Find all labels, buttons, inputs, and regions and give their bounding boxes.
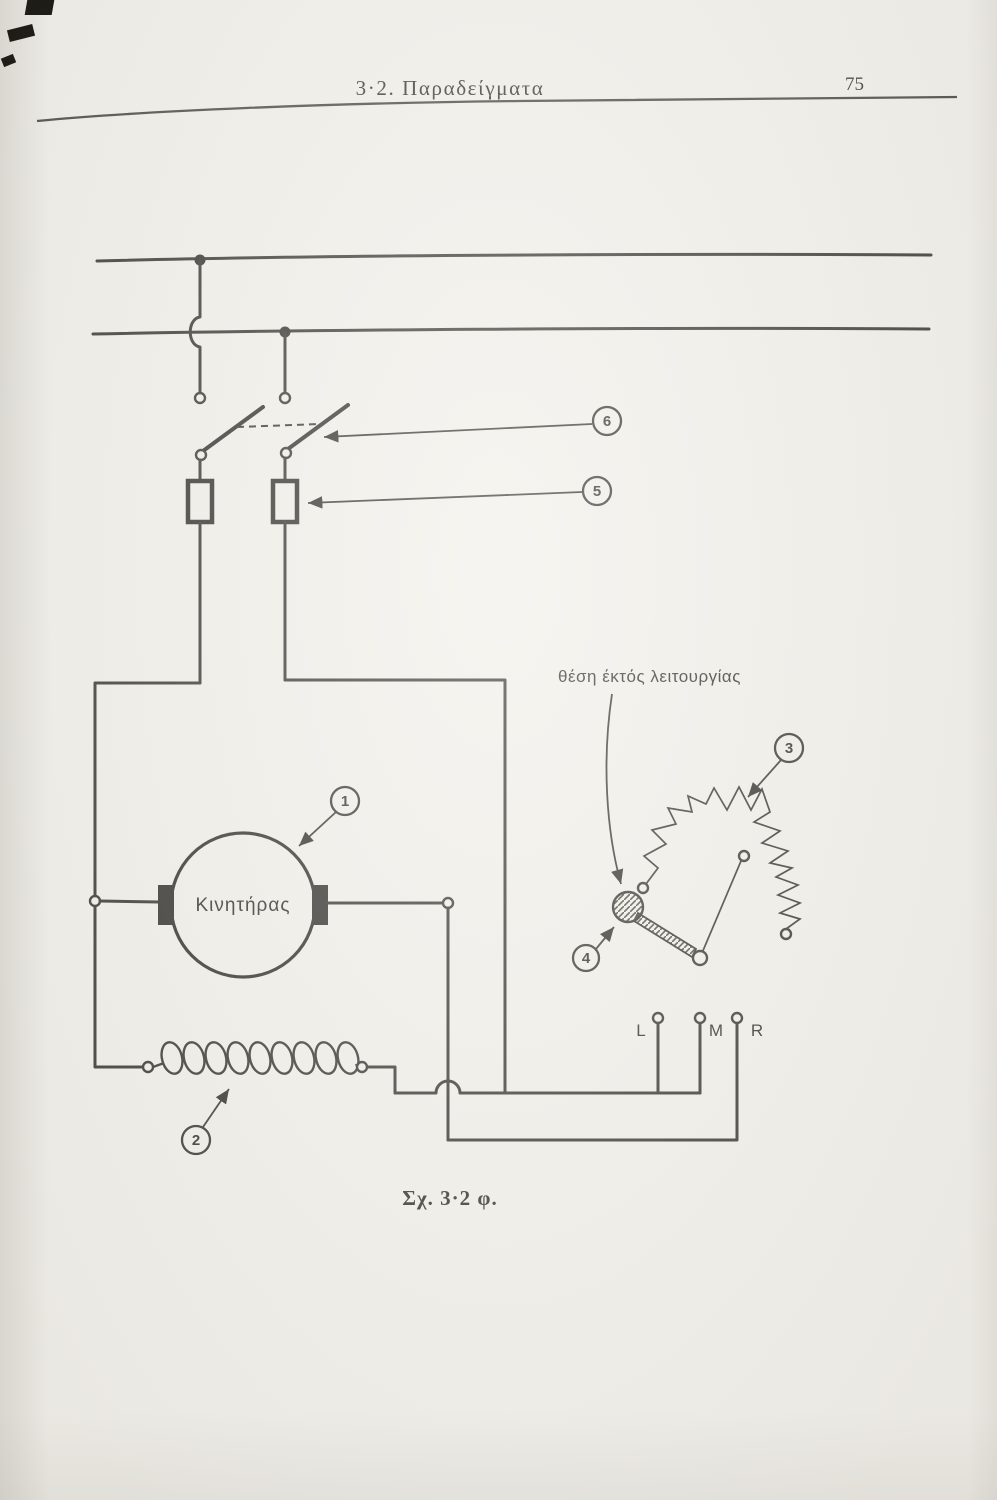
off-position-note: θέση έκτός λειτουργίας [558, 667, 741, 686]
power-line-top [95, 252, 933, 266]
svg-text:4: 4 [582, 950, 591, 967]
fuse-left [185, 478, 215, 525]
header-rule [36, 95, 958, 123]
callout-switch-arm: 4 [571, 926, 615, 973]
terminal-r [730, 1011, 744, 1025]
switch-arm [611, 860, 742, 967]
motor: Κινητήρας [88, 831, 455, 979]
fuse-right [270, 478, 300, 525]
arm-handle [632, 911, 698, 959]
resistor-stud [737, 849, 751, 863]
terminal-label-r: R [751, 1021, 763, 1040]
motor-brush-left [158, 885, 174, 925]
svg-text:3: 3 [785, 740, 793, 757]
terminal-label-l: L [636, 1021, 645, 1040]
switch-blade [286, 403, 350, 451]
callout-motor: 1 [298, 785, 361, 847]
resistor-stud [636, 881, 650, 895]
terminal-m [693, 1011, 707, 1025]
svg-text:5: 5 [593, 483, 601, 500]
right-feeder-wire [283, 678, 507, 1095]
off-position-leader [605, 693, 624, 885]
terminal-l [651, 1011, 665, 1025]
callout-main-switch: 6 [323, 405, 623, 443]
svg-text:1: 1 [341, 793, 349, 810]
page-number: 75 [845, 74, 864, 95]
bottom-wiring [365, 906, 739, 1142]
left-feeder-wire [93, 681, 202, 1069]
fuses [185, 478, 300, 685]
switch-blade [201, 405, 265, 453]
terminal-label-m: M [709, 1021, 723, 1040]
terminal-row: L M R [636, 1011, 763, 1040]
figure-caption: Σχ. 3·2 φ. [402, 1186, 498, 1210]
motor-label: Κινητήρας [196, 895, 291, 916]
power-line-bottom [91, 326, 931, 338]
section-title: 3·2. Παραδείγματα [355, 76, 545, 100]
svg-text:6: 6 [603, 413, 611, 430]
callout-starting-resistor: 3 [747, 732, 805, 798]
arm-tip [691, 949, 709, 967]
arm-knob [611, 890, 645, 924]
starting-resistor [636, 785, 803, 941]
switch-link [236, 423, 321, 428]
main-switch [194, 403, 350, 483]
callout-fuse: 5 [307, 475, 613, 509]
wire-hop [393, 1079, 702, 1095]
resistor-stud [779, 927, 793, 941]
svg-text:2: 2 [192, 1132, 200, 1149]
callout-field-coil: 2 [180, 1088, 230, 1156]
supply-taps [188, 259, 292, 405]
motor-brush-right [312, 885, 328, 925]
field-coil [141, 1041, 369, 1075]
